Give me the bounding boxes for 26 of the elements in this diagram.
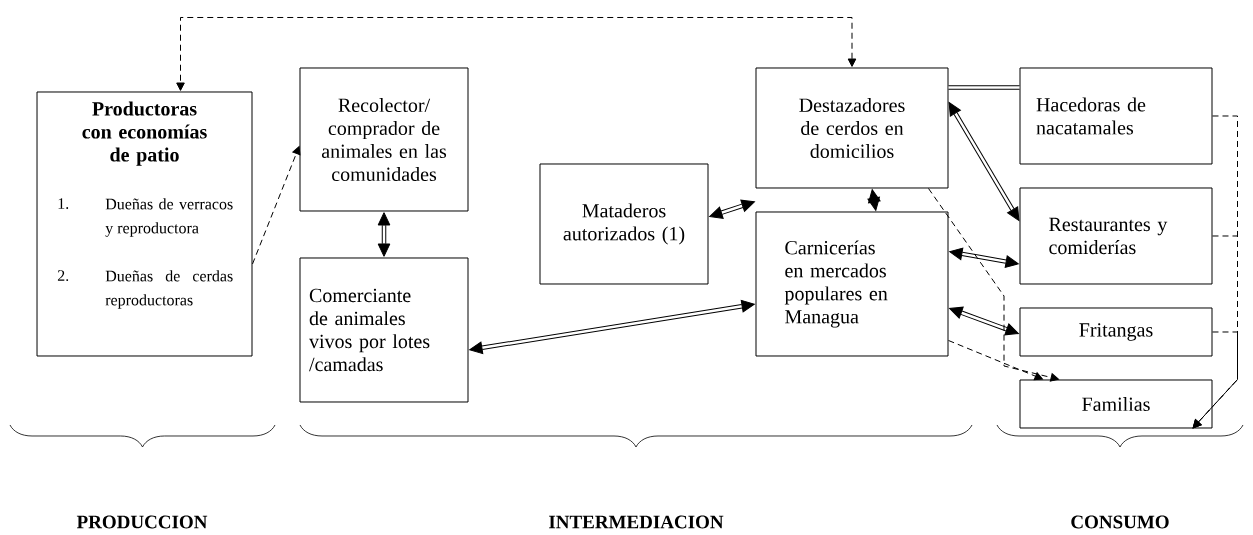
process-box: Recolector/ comprador de animales en las comunidades bbox=[299, 67, 469, 212]
dashed-arrow bbox=[252, 146, 301, 265]
double-arrow bbox=[949, 306, 1019, 336]
dashed-arrow bbox=[176, 17, 857, 91]
process-box: Familias bbox=[1019, 379, 1213, 429]
double-arrow bbox=[867, 189, 881, 211]
double-arrow bbox=[948, 102, 1020, 221]
dashed-arrow bbox=[1192, 331, 1238, 429]
double-arrow bbox=[709, 199, 755, 219]
double-arrow bbox=[469, 299, 755, 355]
section-label: INTERMEDIACION bbox=[549, 515, 724, 529]
process-box: Productoras con economías de patio 1. Dueñas de verracos y reproductora 2. Dueñas de cerdas reproductoras bbox=[36, 91, 253, 357]
double-arrow bbox=[949, 247, 1019, 268]
section-label: CONSUMO bbox=[1071, 515, 1169, 529]
dashed-arrow bbox=[928, 188, 1059, 382]
process-box: Carnicerías en mercados populares en Managua bbox=[755, 211, 949, 357]
dashed-arrow bbox=[948, 340, 1043, 381]
process-box: Restaurantes y comiderías bbox=[1019, 187, 1213, 285]
process-box: Fritangas bbox=[1019, 307, 1213, 357]
connector-line bbox=[948, 85, 1020, 90]
process-box: Comerciante de animales vivos por lotes /camadas bbox=[299, 257, 469, 403]
process-box: Destazadores de cerdos en domicilios bbox=[755, 67, 949, 189]
section-label: PRODUCCION bbox=[76, 515, 208, 529]
process-box: Mataderos autorizados (1) bbox=[539, 163, 709, 285]
double-arrow bbox=[377, 212, 391, 257]
process-box: Hacedoras de nacatamales bbox=[1019, 67, 1213, 165]
